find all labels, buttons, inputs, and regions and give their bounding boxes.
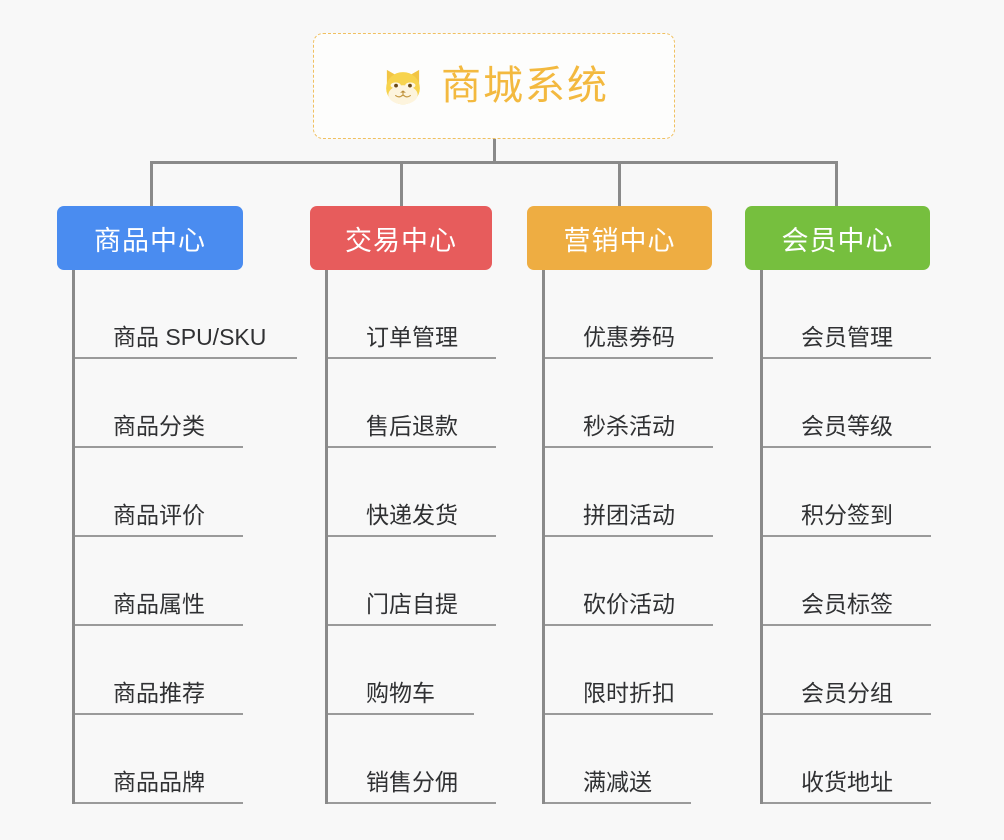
branch-header-label: 商品中心 bbox=[94, 225, 206, 256]
leaf-label: 收货地址 bbox=[801, 769, 893, 796]
leaf-rule bbox=[75, 624, 243, 626]
list-item[interactable]: 快递发货 bbox=[328, 448, 496, 537]
list-item[interactable]: 商品推荐 bbox=[75, 626, 243, 715]
leaf-label: 售后退款 bbox=[366, 413, 458, 440]
leaf-rule bbox=[763, 357, 931, 359]
branch-trade-center: 交易中心 订单管理 售后退款 快递发货 门店自提 购物车 bbox=[310, 206, 496, 804]
leaf-label: 商品属性 bbox=[113, 591, 205, 618]
branch-member-center: 会员中心 会员管理 会员等级 积分签到 会员标签 会员分组 bbox=[745, 206, 931, 804]
leaf-rule bbox=[763, 535, 931, 537]
list-item[interactable]: 会员标签 bbox=[763, 537, 931, 626]
leaf-label: 优惠券码 bbox=[583, 324, 675, 351]
leaf-list-member-center: 会员管理 会员等级 积分签到 会员标签 会员分组 收货地址 bbox=[760, 270, 931, 804]
list-item[interactable]: 砍价活动 bbox=[545, 537, 713, 626]
leaf-rule bbox=[75, 357, 297, 359]
list-item[interactable]: 秒杀活动 bbox=[545, 359, 713, 448]
list-item[interactable]: 商品 SPU/SKU bbox=[75, 270, 297, 359]
list-item[interactable]: 商品评价 bbox=[75, 448, 243, 537]
list-item[interactable]: 购物车 bbox=[328, 626, 492, 715]
list-item[interactable]: 会员管理 bbox=[763, 270, 931, 359]
list-item[interactable]: 商品品牌 bbox=[75, 715, 243, 804]
leaf-rule bbox=[545, 802, 691, 804]
connector-drop-member-center bbox=[835, 161, 838, 206]
list-item[interactable]: 销售分佣 bbox=[328, 715, 496, 804]
connector-drop-product-center bbox=[150, 161, 153, 206]
leaf-label: 购物车 bbox=[366, 680, 435, 707]
leaf-label: 拼团活动 bbox=[583, 502, 675, 529]
leaf-list-marketing-center: 优惠券码 秒杀活动 拼团活动 砍价活动 限时折扣 满减送 bbox=[542, 270, 713, 804]
branch-product-center: 商品中心 商品 SPU/SKU 商品分类 商品评价 商品属性 商品推荐 bbox=[57, 206, 297, 804]
leaf-label: 快递发货 bbox=[366, 502, 458, 529]
leaf-rule bbox=[328, 446, 496, 448]
leaf-list-trade-center: 订单管理 售后退款 快递发货 门店自提 购物车 销售分佣 bbox=[325, 270, 496, 804]
connector-drop-marketing-center bbox=[618, 161, 621, 206]
leaf-rule bbox=[545, 624, 713, 626]
connector-drop-trade-center bbox=[400, 161, 403, 206]
branch-header-marketing-center[interactable]: 营销中心 bbox=[527, 206, 712, 270]
branch-header-label: 会员中心 bbox=[781, 225, 894, 256]
leaf-rule bbox=[75, 535, 243, 537]
leaf-label: 订单管理 bbox=[366, 324, 458, 351]
branch-header-product-center[interactable]: 商品中心 bbox=[57, 206, 243, 270]
branch-header-trade-center[interactable]: 交易中心 bbox=[310, 206, 492, 270]
leaf-rule bbox=[328, 624, 496, 626]
root-title: 商城系统 bbox=[441, 64, 609, 108]
list-item[interactable]: 优惠券码 bbox=[545, 270, 713, 359]
leaf-label: 门店自提 bbox=[366, 591, 458, 618]
list-item[interactable]: 商品分类 bbox=[75, 359, 243, 448]
leaf-label: 会员管理 bbox=[801, 324, 893, 351]
leaf-label: 积分签到 bbox=[801, 502, 893, 529]
leaf-rule bbox=[328, 357, 496, 359]
leaf-rule bbox=[75, 802, 243, 804]
leaf-rule bbox=[763, 446, 931, 448]
list-item[interactable]: 收货地址 bbox=[763, 715, 931, 804]
leaf-label: 销售分佣 bbox=[366, 769, 458, 796]
shiba-dog-emoji bbox=[379, 64, 427, 108]
leaf-rule bbox=[545, 713, 713, 715]
leaf-label: 砍价活动 bbox=[583, 591, 675, 618]
leaf-label: 会员分组 bbox=[801, 680, 893, 707]
leaf-label: 会员标签 bbox=[801, 591, 893, 618]
list-item[interactable]: 积分签到 bbox=[763, 448, 931, 537]
leaf-label: 商品评价 bbox=[113, 502, 205, 529]
branch-header-label: 营销中心 bbox=[563, 225, 676, 256]
leaf-label: 满减送 bbox=[583, 769, 652, 796]
leaf-rule bbox=[75, 446, 243, 448]
leaf-label: 商品 SPU/SKU bbox=[113, 324, 267, 351]
leaf-rule bbox=[763, 624, 931, 626]
leaf-label: 会员等级 bbox=[801, 413, 893, 440]
leaf-rule bbox=[545, 446, 713, 448]
list-item[interactable]: 门店自提 bbox=[328, 537, 496, 626]
connector-horizontal-bus bbox=[150, 161, 838, 164]
root-node[interactable]: 商城系统 bbox=[313, 33, 675, 139]
branch-marketing-center: 营销中心 优惠券码 秒杀活动 拼团活动 砍价活动 限时折扣 bbox=[527, 206, 713, 804]
list-item[interactable]: 满减送 bbox=[545, 715, 712, 804]
list-item[interactable]: 拼团活动 bbox=[545, 448, 713, 537]
leaf-label: 秒杀活动 bbox=[583, 413, 675, 440]
leaf-rule bbox=[545, 357, 713, 359]
leaf-rule bbox=[545, 535, 713, 537]
leaf-label: 商品分类 bbox=[113, 413, 205, 440]
list-item[interactable]: 会员分组 bbox=[763, 626, 931, 715]
list-item[interactable]: 商品属性 bbox=[75, 537, 243, 626]
leaf-rule bbox=[763, 802, 931, 804]
leaf-rule bbox=[75, 713, 243, 715]
list-item[interactable]: 订单管理 bbox=[328, 270, 496, 359]
leaf-rule bbox=[328, 713, 474, 715]
list-item[interactable]: 售后退款 bbox=[328, 359, 496, 448]
leaf-rule bbox=[763, 713, 931, 715]
leaf-rule bbox=[328, 802, 496, 804]
leaf-rule bbox=[328, 535, 496, 537]
connector-root-stem bbox=[493, 139, 496, 163]
branch-header-member-center[interactable]: 会员中心 bbox=[745, 206, 930, 270]
leaf-label: 限时折扣 bbox=[583, 680, 675, 707]
branch-header-label: 交易中心 bbox=[345, 225, 457, 256]
list-item[interactable]: 限时折扣 bbox=[545, 626, 713, 715]
leaf-list-product-center: 商品 SPU/SKU 商品分类 商品评价 商品属性 商品推荐 商品品牌 bbox=[72, 270, 297, 804]
leaf-label: 商品推荐 bbox=[113, 680, 205, 707]
leaf-label: 商品品牌 bbox=[113, 769, 205, 796]
list-item[interactable]: 会员等级 bbox=[763, 359, 931, 448]
